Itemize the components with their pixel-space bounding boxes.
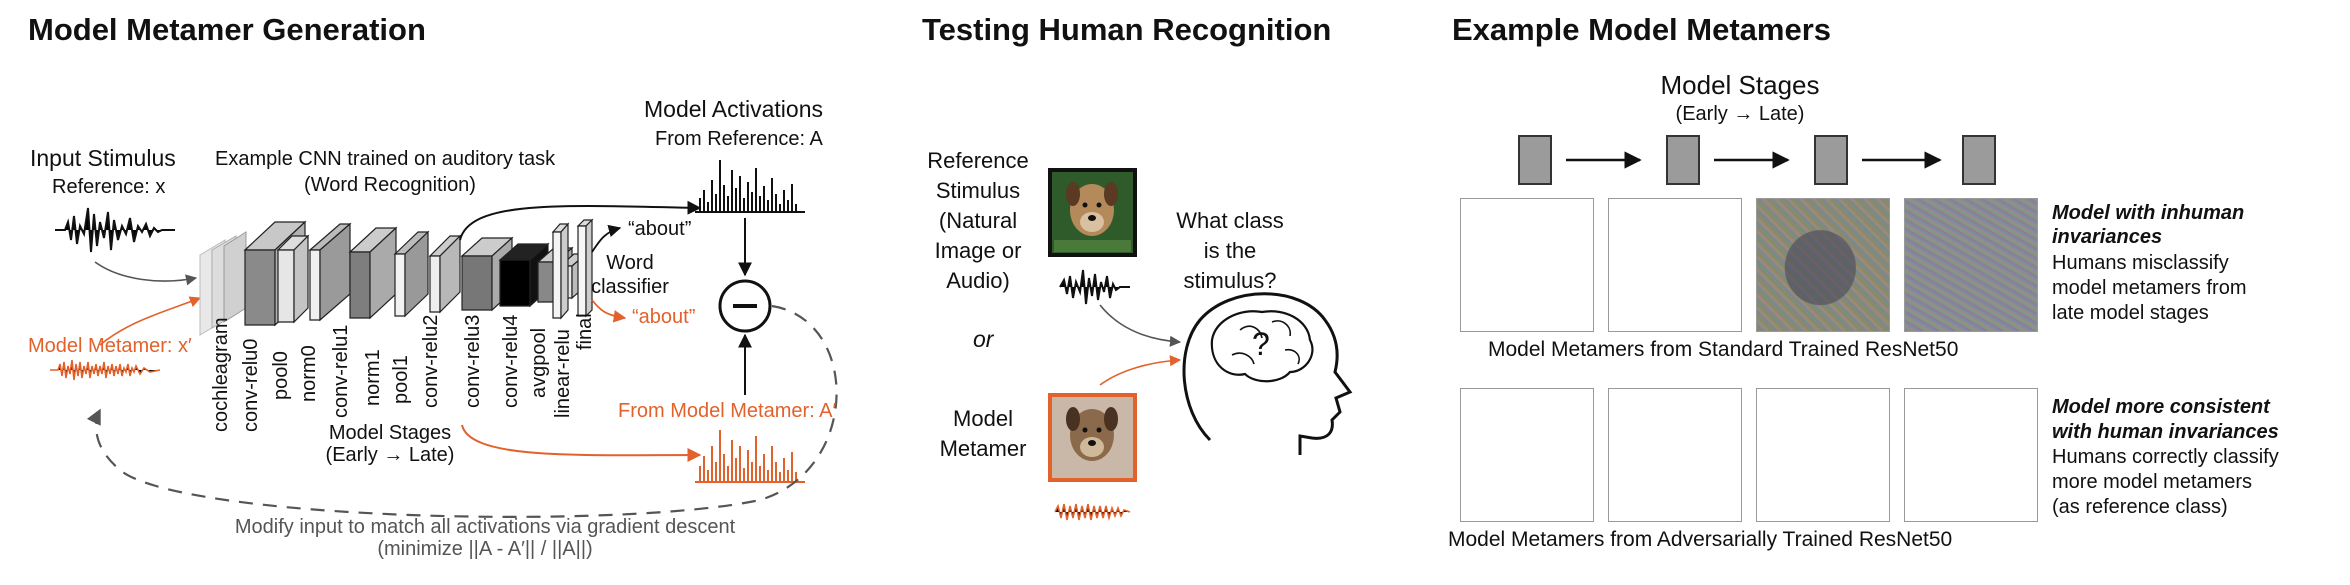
or-label: or [973,326,994,352]
model-metamer-line2: Metamer [939,436,1027,461]
layer-label-conv-relu4: conv-relu4 [500,314,522,408]
layer-label-conv-relu1: conv-relu1 [330,324,352,418]
reference-stimulus-line4: Image or [934,238,1022,263]
model-activations-label: Model Activations [644,96,823,122]
inhuman-note-line1: Model with inhuman [2052,202,2245,224]
cnn-layers [243,218,594,327]
metamer-to-brain-arrow [1099,355,1182,386]
stage-box-mid-1 [1666,135,1700,185]
generation-panel-title: Model Metamer Generation [28,12,426,47]
cnn-description-line1: Example CNN trained on auditory task [215,148,556,170]
layer-label-pool1: pool1 [390,355,412,404]
inhuman-note-line4: model metamers from [2052,277,2247,299]
reference-dog-image [1048,168,1137,257]
classifier-arrow-black [591,224,622,253]
layer-label-conv-relu3: conv-relu3 [462,314,484,408]
question-line2: is the [1203,238,1257,263]
model-metamer-label: Model Metamer: x′ [28,335,192,357]
gradient-descent-line2: (minimize ||A - A′|| / ||A||) [377,538,593,560]
examples-panel-title: Example Model Metamers [1452,12,1832,47]
model-stages-line1: Model Stages [328,422,452,444]
model-stages-subheading: (Early → Late) [1675,103,1805,125]
stage-box-late [1962,135,1996,185]
reference-x-label: Reference: x [52,176,166,198]
layer-label-avgpool: avgpool [528,327,550,398]
standard-metamer-stage-4 [1904,198,2038,332]
word-classifier-line1: Word [606,252,654,274]
adversarial-metamer-stage-3 [1756,388,1890,522]
reference-stimulus-line2: Stimulus [935,178,1021,203]
testing-panel-title: Testing Human Recognition [922,12,1332,47]
inhuman-note-line3: Humans misclassify [2052,252,2229,274]
inhuman-note-line2: invariances [2052,226,2163,248]
metamer-audio-waveform [1054,503,1131,522]
human-note-line1: Model more consistent [2052,396,2270,418]
layer-label-cochleagram: cochleagram [210,317,232,432]
layer-label-final: final [574,313,596,350]
stage-box-early [1518,135,1552,185]
human-note-line5: (as reference class) [2052,496,2228,518]
cochleagram-stack [199,231,247,336]
reference-activations-plot [695,160,805,213]
reference-audio-waveform [1059,269,1130,305]
metamer-dog-image [1048,393,1137,482]
question-line1: What class [1176,208,1284,233]
classifier-output-black: “about” [628,218,692,240]
model-metamer-line1: Model [953,406,1013,431]
reference-to-network-arrow [94,261,198,286]
layer-label-norm1: norm1 [362,349,384,406]
human-note-line2: with human invariances [2052,421,2279,443]
layer-label-linear-relu: linear-relu [552,329,574,418]
adversarial-metamer-stage-2 [1608,388,1742,522]
question-mark-icon: ? [1252,326,1270,362]
reference-stimulus-line5: Audio) [946,268,1010,293]
classifier-arrow-orange [591,299,627,323]
standard-resnet-caption: Model Metamers from Standard Trained Res… [1488,338,1959,361]
human-note-line3: Humans correctly classify [2052,446,2279,468]
standard-metamer-stage-1 [1460,198,1594,332]
standard-metamer-stage-2 [1608,198,1742,332]
from-reference-label: From Reference: A [655,128,823,150]
input-stimulus-label: Input Stimulus [30,145,176,171]
reference-stimulus-line3: (Natural [938,208,1018,233]
standard-metamer-stage-3 [1756,198,1890,332]
human-note-line4: more model metamers [2052,471,2253,493]
layer-label-norm0: norm0 [298,345,320,402]
to-metamer-activations-arrow [461,424,702,463]
to-reference-activations-arrow [459,200,702,241]
metamer-activations-plot [695,430,805,483]
reference-waveform [55,207,175,253]
metamer-to-network-arrow [99,296,202,346]
metamer-waveform [50,359,161,381]
gradient-descent-line1: Modify input to match all activations vi… [234,516,736,538]
layer-label-conv-relu0: conv-relu0 [240,338,262,432]
reference-stimulus-line1: Reference [927,148,1029,173]
layer-label-pool0: pool0 [270,351,292,400]
adversarial-metamer-stage-4 [1904,388,2038,522]
human-head-icon [1182,292,1353,455]
question-line3: stimulus? [1183,268,1277,293]
word-classifier-line2: classifier [591,276,669,298]
adversarial-resnet-caption: Model Metamers from Adversarially Traine… [1448,528,1953,551]
reference-to-brain-arrow [1099,304,1182,347]
adversarial-metamer-stage-1 [1460,388,1594,522]
model-stages-line2: (Early → Late) [325,444,455,466]
classifier-output-orange: “about” [632,306,696,328]
layer-label-conv-relu2: conv-relu2 [420,314,442,408]
cnn-description-line2: (Word Recognition) [304,174,476,196]
inhuman-note-line5: late model stages [2052,302,2209,324]
model-stages-heading: Model Stages [1660,70,1820,100]
from-metamer-label: From Model Metamer: A′ [618,400,837,422]
stage-box-mid-2 [1814,135,1848,185]
